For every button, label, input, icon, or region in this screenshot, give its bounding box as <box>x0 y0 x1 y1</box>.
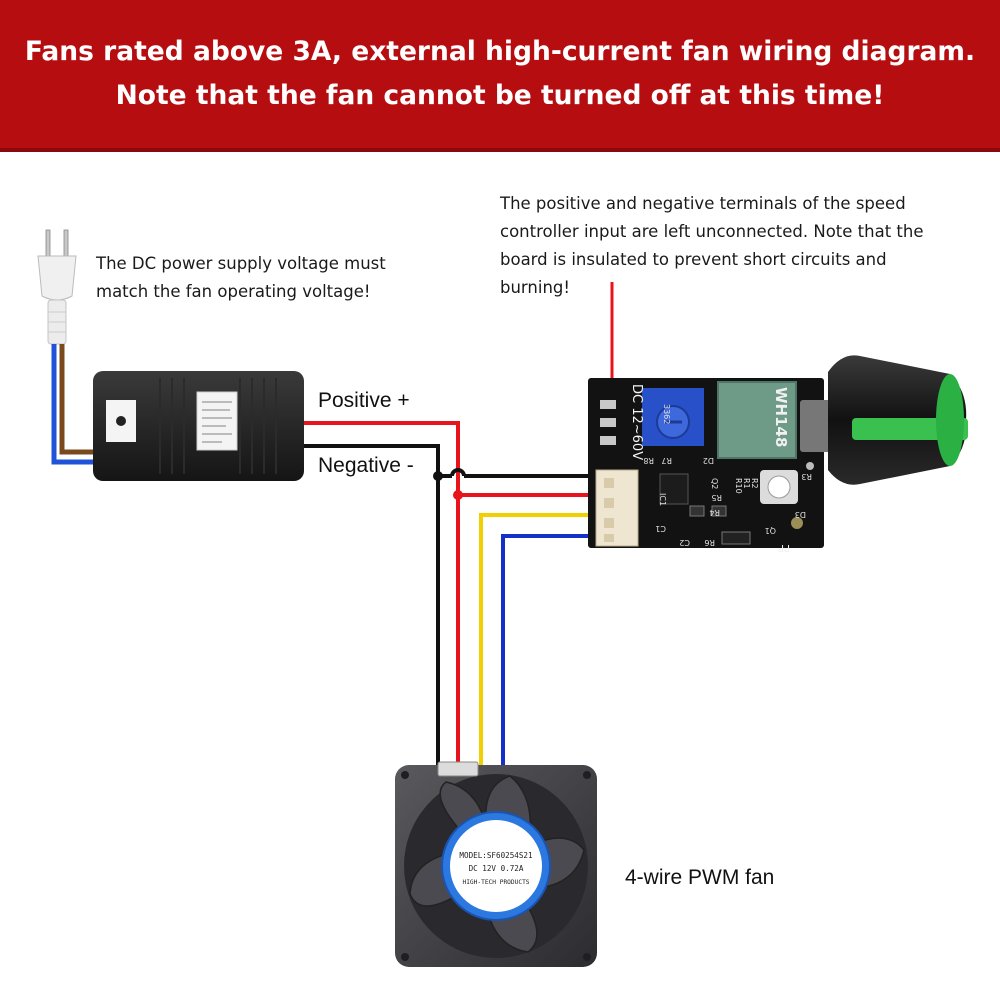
board-label-d3: D3 <box>795 510 806 519</box>
board-label-r6: R6 <box>704 538 715 547</box>
board-label-r10: R3 <box>801 472 812 481</box>
fan-sticker-brand: HIGH-TECH PRODUCTS <box>462 879 529 886</box>
board-label-q2: Q2 <box>710 478 719 489</box>
power-supply-note: The DC power supply voltage must match t… <box>96 254 386 301</box>
board-label-r2: R1 <box>742 478 751 489</box>
board-label-q1: Q1 <box>765 526 776 535</box>
mains-cable <box>51 344 96 465</box>
board-label-c2: C2 <box>679 538 690 547</box>
fan-sticker-model: MODEL:SF60254S21 <box>459 851 533 860</box>
wire-harness <box>304 282 614 765</box>
board-label-r3: R2 <box>750 478 759 489</box>
board-input-label: DC 12~60V <box>629 384 644 460</box>
header-banner: Fans rated above 3A, external high-curre… <box>0 0 1000 152</box>
page-title: Fans rated above 3A, external high-curre… <box>24 36 976 111</box>
controller-note: The positive and negative terminals of t… <box>500 194 924 297</box>
board-label-d2: D2 <box>703 456 714 465</box>
board-label-r4: R4 <box>709 508 720 517</box>
board-pwm-label: PF <box>778 542 790 553</box>
board-label-r1: R10 <box>734 478 743 494</box>
board-label-c1: C1 <box>655 524 666 533</box>
fan-caption: 4-wire PWM fan <box>625 866 775 889</box>
knob-pot-code: WH148 <box>772 387 790 447</box>
positive-junction-dot <box>453 490 463 500</box>
negative-hop <box>450 468 466 477</box>
pwm-wire <box>479 513 605 765</box>
negative-wire-label: Negative - <box>318 454 414 477</box>
board-label-ic1: IC1 <box>658 493 667 506</box>
speed-knob-icon <box>800 355 968 485</box>
board-label-r8: R8 <box>643 456 654 465</box>
positive-wire <box>304 421 605 497</box>
board-label-r7: R7 <box>661 456 672 465</box>
board-pot-code: 3362 <box>662 404 671 424</box>
pwm-fan-icon <box>395 761 597 967</box>
fan-sticker-rating: DC 12V 0.72A <box>469 864 524 873</box>
power-supply <box>93 371 304 481</box>
negative-wire <box>304 444 440 765</box>
negative-junction-dot <box>433 471 443 481</box>
tach-wire <box>501 534 605 765</box>
mains-plug-icon <box>37 229 77 345</box>
speed-controller-board <box>588 378 824 548</box>
board-label-r5: R5 <box>711 493 722 502</box>
positive-wire-label: Positive + <box>318 389 410 412</box>
